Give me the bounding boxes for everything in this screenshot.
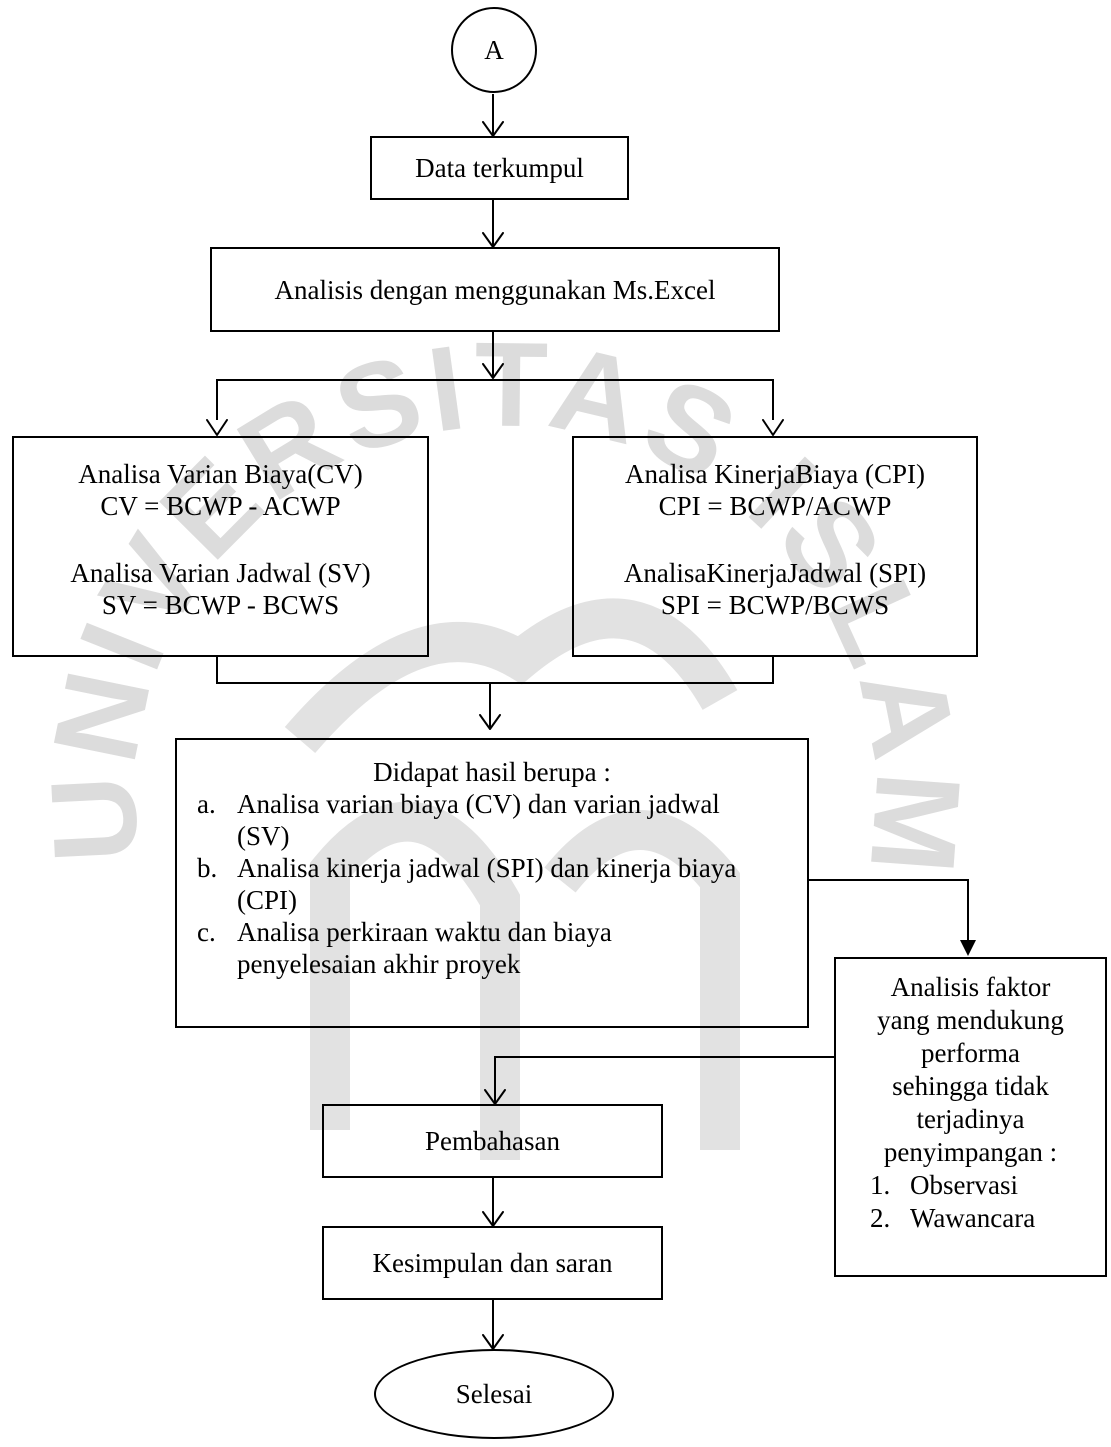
cpi-title: Analisa KinerjaBiaya (CPI)	[625, 459, 925, 489]
excel-analysis-label: Analisis dengan menggunakan Ms.Excel	[274, 274, 716, 305]
spi-title: AnalisaKinerjaJadwal (SPI)	[623, 558, 927, 588]
factor-item-marker: 1.	[870, 1170, 891, 1200]
sv-title: Analisa Varian Jadwal (SV)	[70, 558, 371, 588]
cpi-formula: CPI = BCWP/ACWP	[658, 491, 892, 521]
discussion-box: Pembahasan	[322, 1104, 663, 1178]
factor-line: terjadinya	[916, 1104, 1025, 1134]
factor-item-text: Wawancara	[910, 1203, 1036, 1233]
conclusion-label: Kesimpulan dan saran	[372, 1248, 613, 1278]
end-terminal-node: Selesai	[374, 1349, 614, 1439]
results-item-marker: b.	[197, 853, 218, 883]
variance-analysis-box: Analisa Varian Biaya(CV) CV = BCWP - ACW…	[12, 436, 429, 657]
results-list: a. Analisa varian biaya (CV) dan varian …	[197, 788, 757, 980]
factor-line: performa	[921, 1038, 1020, 1068]
cv-title: Analisa Varian Biaya(CV)	[78, 459, 363, 489]
sv-formula: SV = BCWP - BCWS	[101, 590, 340, 620]
factor-line: yang mendukung	[877, 1005, 1064, 1035]
factor-item-text: Observasi	[910, 1170, 1018, 1200]
data-collected-label: Data terkumpul	[415, 153, 584, 183]
factor-line: penyimpangan :	[883, 1137, 1058, 1167]
results-item-marker: c.	[197, 917, 216, 947]
spi-formula: SPI = BCWP/BCWS	[660, 590, 890, 620]
results-item: c. Analisa perkiraan waktu dan biaya pen…	[197, 916, 757, 980]
start-connector-node: A	[451, 7, 537, 93]
performance-analysis-box: Analisa KinerjaBiaya (CPI) CPI = BCWP/AC…	[572, 436, 978, 657]
start-connector-label: A	[484, 35, 504, 65]
results-item: a. Analisa varian biaya (CV) dan varian …	[197, 788, 757, 852]
results-box: Didapat hasil berupa : a. Analisa varian…	[175, 738, 809, 1028]
factor-item: 1. Observasi	[836, 1169, 1018, 1202]
cv-formula: CV = BCWP - ACWP	[100, 491, 341, 521]
end-terminal-label: Selesai	[455, 1379, 533, 1409]
results-item-marker: a.	[197, 789, 216, 819]
conclusion-box: Kesimpulan dan saran	[322, 1226, 663, 1300]
excel-analysis-box: Analisis dengan menggunakan Ms.Excel	[210, 247, 780, 332]
data-collected-box: Data terkumpul	[370, 136, 629, 200]
factor-analysis-box: Analisis faktor yang mendukung performa …	[834, 957, 1107, 1277]
watermark-emblem	[284, 598, 740, 1160]
results-heading: Didapat hasil berupa :	[373, 757, 611, 787]
discussion-label: Pembahasan	[425, 1126, 560, 1156]
results-item-text: Analisa kinerja jadwal (SPI) dan kinerja…	[237, 853, 737, 915]
results-item-text: Analisa perkiraan waktu dan biaya penyel…	[237, 917, 612, 979]
results-item-text: Analisa varian biaya (CV) dan varian jad…	[237, 789, 720, 851]
factor-item: 2. Wawancara	[836, 1202, 1035, 1235]
factor-line: Analisis faktor	[890, 972, 1051, 1002]
results-item: b. Analisa kinerja jadwal (SPI) dan kine…	[197, 852, 757, 916]
factor-line: sehingga tidak	[892, 1071, 1049, 1101]
factor-item-marker: 2.	[870, 1203, 891, 1233]
